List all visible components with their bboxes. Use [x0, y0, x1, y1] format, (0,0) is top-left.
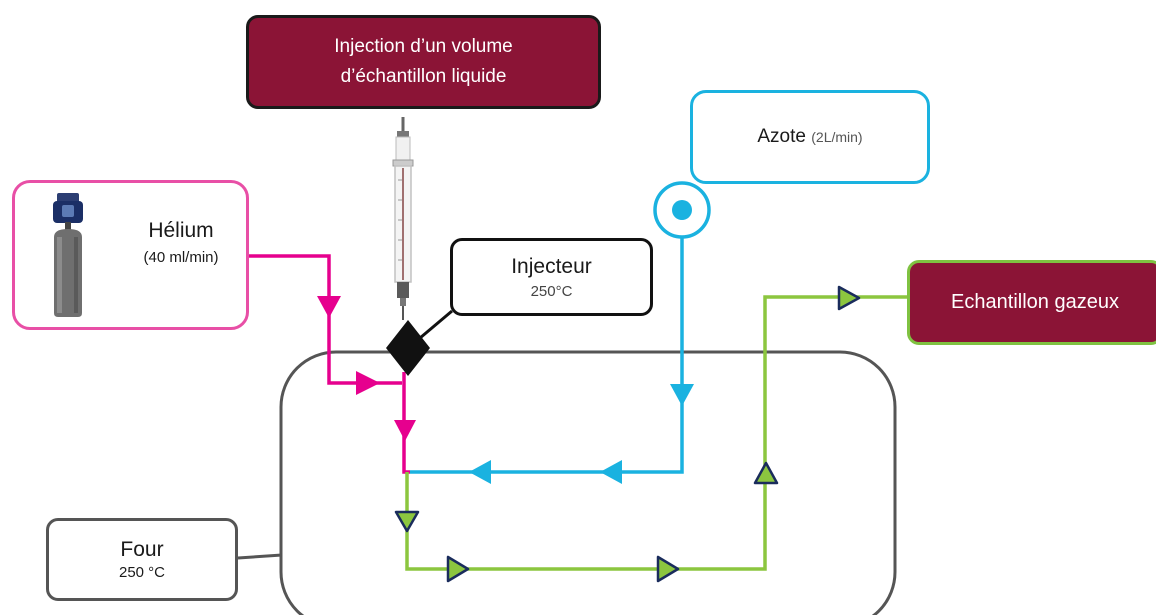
injection-box: Injection d’un volume d’échantillon liqu…: [246, 15, 601, 109]
sample-flow-arrow-3: [656, 555, 680, 583]
azote-label: Azote (2L/min): [757, 126, 862, 148]
sample-line: [405, 295, 907, 571]
helium-name: Hélium: [148, 219, 214, 242]
sample-flow-arrow-1: [394, 510, 420, 533]
injecteur-box: Injecteur 250°C: [450, 238, 653, 316]
helium-text: Hélium (40 ml/min): [115, 219, 247, 266]
azote-rate: (2L/min): [811, 129, 863, 145]
sample-flow-arrow-2: [446, 555, 470, 583]
echantillon-label: Echantillon gazeux: [951, 291, 1119, 313]
injecteur-name: Injecteur: [511, 254, 592, 278]
four-name: Four: [120, 538, 164, 561]
four-box: Four 250 °C: [46, 518, 238, 601]
echantillon-gazeux-box: Echantillon gazeux: [907, 260, 1156, 345]
valve-icon: [386, 320, 430, 376]
azote-line: [410, 236, 684, 474]
sample-flow-arrow-5: [837, 285, 861, 311]
injection-label-line2: d’échantillon liquide: [340, 66, 507, 87]
helium-line: [249, 254, 410, 474]
azote-flow-arrow-2: [600, 460, 622, 484]
helium-rate: (40 ml/min): [143, 249, 219, 266]
azote-flow-arrow-1: [670, 384, 694, 406]
helium-flow-arrow-2: [356, 371, 380, 395]
azote-box: Azote (2L/min): [690, 90, 930, 184]
syringe-icon: [392, 117, 414, 320]
oven-outline: [279, 350, 897, 615]
valve-connector: [419, 309, 453, 340]
helium-flow-arrow-1: [317, 296, 341, 318]
helium-box: Hélium (40 ml/min): [12, 180, 249, 330]
injecteur-temp: 250°C: [530, 282, 573, 300]
azote-flow-arrow-3: [469, 460, 491, 484]
four-temp: 250 °C: [118, 564, 166, 581]
azote-name: Azote: [757, 126, 806, 147]
injection-label-line1: Injection d’un volume: [334, 36, 513, 57]
helium-flow-arrow-3: [394, 420, 416, 441]
azote-source-dot: [672, 200, 692, 220]
gas-cylinder-icon: [53, 193, 83, 317]
sample-flow-arrow-4: [753, 461, 779, 485]
oven-connector: [237, 553, 283, 560]
